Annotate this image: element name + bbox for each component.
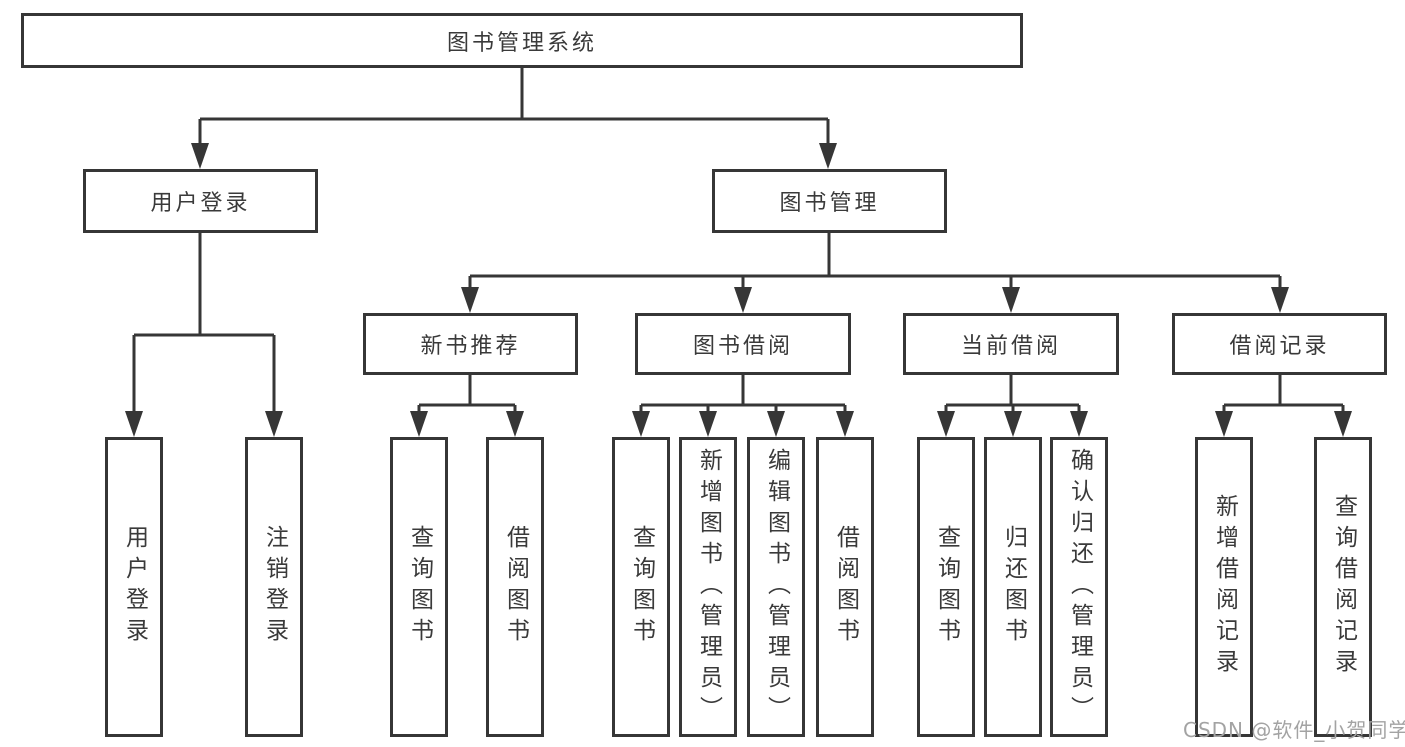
node-user-login: 用户登录 bbox=[83, 169, 318, 233]
node-current-borrowing: 当前借阅 bbox=[903, 313, 1119, 375]
leaf-label: 借阅图书 bbox=[832, 525, 859, 649]
leaf-label: 新增借阅记录 bbox=[1211, 494, 1238, 680]
node-label: 图书管理 bbox=[779, 191, 880, 216]
leaf-query-books-borrow: 查询图书 bbox=[612, 437, 670, 737]
leaf-query-borrow-record: 查询借阅记录 bbox=[1314, 437, 1372, 737]
leaf-query-books-current: 查询图书 bbox=[917, 437, 975, 737]
leaf-return-books: 归还图书 bbox=[984, 437, 1042, 737]
leaf-add-books-admin: 新增图书（管理员） bbox=[679, 437, 737, 737]
node-label: 新书推荐 bbox=[420, 334, 521, 359]
leaf-borrow-books-borrow: 借阅图书 bbox=[816, 437, 874, 737]
leaf-label: 查询图书 bbox=[933, 525, 960, 649]
node-label: 图书管理系统 bbox=[446, 30, 597, 56]
leaf-label: 确认归还（管理员） bbox=[1066, 447, 1093, 727]
node-label: 用户登录 bbox=[150, 191, 251, 216]
leaf-label: 编辑图书（管理员） bbox=[763, 447, 790, 727]
leaf-logout: 注销登录 bbox=[245, 437, 303, 737]
leaf-label: 用户登录 bbox=[121, 525, 148, 649]
leaf-label: 归还图书 bbox=[1000, 525, 1027, 649]
node-book-borrowing: 图书借阅 bbox=[635, 313, 851, 375]
leaf-query-books-newbook: 查询图书 bbox=[390, 437, 448, 737]
leaf-label: 查询借阅记录 bbox=[1330, 494, 1357, 680]
leaf-add-borrow-record: 新增借阅记录 bbox=[1195, 437, 1253, 737]
leaf-label: 注销登录 bbox=[261, 525, 288, 649]
node-new-book-recommend: 新书推荐 bbox=[363, 313, 578, 375]
watermark: CSDN @软件_小贺同学 bbox=[1183, 718, 1405, 742]
leaf-edit-books-admin: 编辑图书（管理员） bbox=[747, 437, 805, 737]
leaf-label: 查询图书 bbox=[406, 525, 433, 649]
node-label: 当前借阅 bbox=[960, 334, 1061, 359]
leaf-label: 查询图书 bbox=[628, 525, 655, 649]
leaf-borrow-books-newbook: 借阅图书 bbox=[486, 437, 544, 737]
node-label: 借阅记录 bbox=[1229, 334, 1330, 359]
leaf-label: 借阅图书 bbox=[502, 525, 529, 649]
leaf-label: 新增图书（管理员） bbox=[695, 447, 722, 727]
leaf-confirm-return-admin: 确认归还（管理员） bbox=[1050, 437, 1108, 737]
node-library-management-system: 图书管理系统 bbox=[21, 13, 1023, 68]
node-borrowing-records: 借阅记录 bbox=[1172, 313, 1387, 375]
node-label: 图书借阅 bbox=[692, 334, 793, 359]
node-book-management: 图书管理 bbox=[712, 169, 947, 233]
leaf-user-login: 用户登录 bbox=[105, 437, 163, 737]
